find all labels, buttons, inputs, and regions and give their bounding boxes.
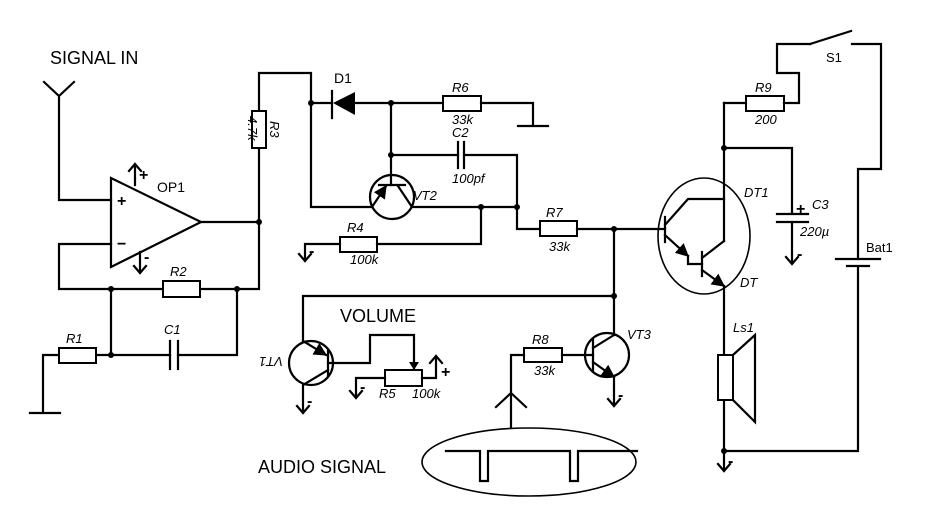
- potentiometer-r5[interactable]: - + R5 100k: [348, 354, 450, 401]
- resistor-r4: - R4 100k: [297, 205, 483, 267]
- battery-bat1: Bat1: [722, 240, 893, 453]
- r9-label: R9: [755, 80, 772, 95]
- resistor-r2: R2: [162, 264, 201, 298]
- c2-label: C2: [452, 125, 469, 140]
- capacitor-c2: C2 100pf: [452, 125, 486, 186]
- bat1-label: Bat1: [866, 240, 893, 255]
- c2-wires: [389, 101, 542, 231]
- vt3-label: VT3: [627, 327, 652, 342]
- dt1-label: DT1: [744, 185, 769, 200]
- volume-label: VOLUME: [340, 306, 416, 326]
- feedback-wires: [57, 71, 374, 291]
- junction: [388, 152, 394, 158]
- r6-value: 33k: [452, 112, 474, 127]
- audio-signal-waveform: [421, 427, 639, 497]
- r8-label: R8: [532, 332, 549, 347]
- op1-supply-minus: -: [144, 249, 149, 266]
- speaker-ls1: Ls1: [717, 320, 757, 425]
- r3-label: R3: [267, 121, 282, 138]
- d1-label: D1: [334, 70, 352, 86]
- capacitor-c3: + - C3 220µ: [722, 146, 829, 266]
- ground-minus-sign: -: [797, 246, 802, 263]
- ground-minus-sign: -: [307, 393, 312, 410]
- op1-supply-plus: +: [139, 167, 148, 184]
- c3-label: C3: [812, 197, 829, 212]
- transistor-vt1: - VT1: [259, 333, 419, 415]
- r6-label: R6: [452, 80, 469, 95]
- resistor-r6: R6 33k: [442, 80, 550, 128]
- diode-d1: D1: [309, 70, 445, 120]
- ground-minus-sign: -: [309, 243, 314, 260]
- r2-label: R2: [170, 264, 187, 279]
- c3-value: 220µ: [799, 224, 829, 239]
- r3-value: 4.7k: [245, 116, 260, 142]
- op1-minus-input-label: −: [117, 236, 126, 253]
- r1-label: R1: [66, 331, 83, 346]
- r9-value: 200: [754, 112, 777, 127]
- resistor-r9: R9 200: [722, 42, 812, 127]
- c1-label: C1: [164, 322, 181, 337]
- signal-in-label: SIGNAL IN: [50, 48, 138, 68]
- resistor-r8: R8 33k: [494, 332, 595, 430]
- r5-label: R5: [379, 386, 396, 401]
- r7-label: R7: [546, 205, 563, 220]
- supply-plus-sign: +: [441, 364, 450, 381]
- op-amp-op1: + − + - OP1: [109, 162, 204, 275]
- resistor-r7: R7 33k: [539, 205, 667, 254]
- resistor-r3: R3 4.7k: [245, 110, 282, 149]
- transistor-vt3: - VT3: [583, 327, 652, 408]
- ground-arrow-icon: -: [716, 453, 733, 473]
- vt1-label: VT1: [259, 354, 283, 369]
- switch-s1[interactable]: S1: [808, 29, 883, 261]
- junction: [514, 204, 520, 210]
- vt2-label: VT2: [413, 188, 438, 203]
- r8-value: 33k: [534, 363, 556, 378]
- r4-value: 100k: [350, 252, 380, 267]
- ground-minus-sign: -: [360, 379, 365, 396]
- junction: [721, 448, 727, 454]
- ground-minus-sign: -: [618, 387, 623, 404]
- s1-label: S1: [826, 50, 842, 65]
- capacitor-c1: C1: [164, 322, 181, 371]
- op1-label: OP1: [157, 179, 185, 195]
- vt1-emitter-wire: [301, 294, 616, 343]
- antenna-icon: [42, 80, 113, 202]
- c3-plus-sign: +: [796, 201, 805, 218]
- dt1-sublabel: DT: [740, 275, 758, 290]
- darlington-dt1: DT1 DT: [657, 177, 769, 295]
- r5-value: 100k: [412, 386, 442, 401]
- ls1-label: Ls1: [733, 320, 754, 335]
- op1-plus-input-label: +: [117, 193, 126, 210]
- c2-value: 100pf: [452, 171, 486, 186]
- r7-value: 33k: [549, 239, 571, 254]
- audio-signal-label: AUDIO SIGNAL: [258, 457, 386, 477]
- resistor-r1: R1: [28, 331, 113, 415]
- r4-label: R4: [347, 220, 364, 235]
- ground-minus-sign: -: [728, 453, 733, 470]
